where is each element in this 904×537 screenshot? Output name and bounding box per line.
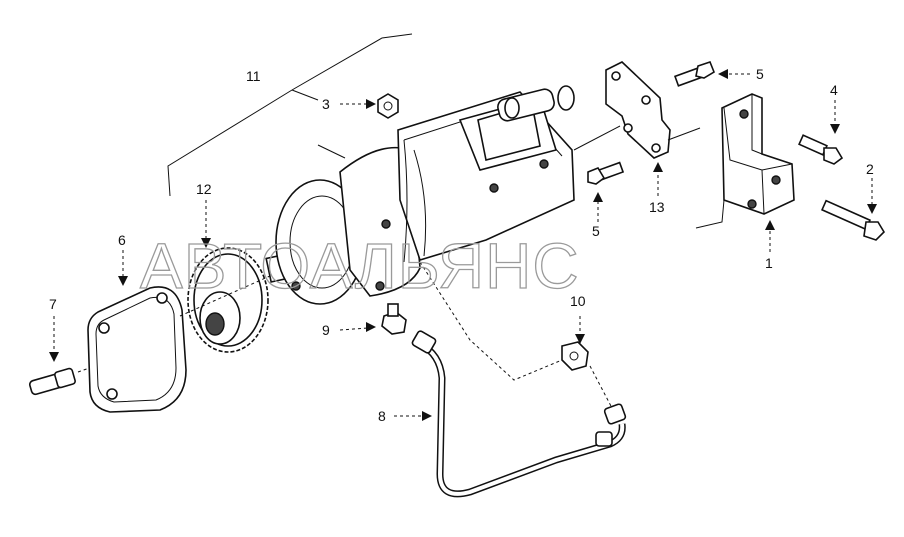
part-1-mounting-block [695,93,795,229]
label-4: 4 [830,82,838,98]
label-6: 6 [118,232,126,248]
part-8-fuel-line [411,330,627,498]
label-5-top: 5 [756,66,764,82]
leader-11 [167,33,413,197]
arrows [49,69,877,421]
part-6-gasket [87,286,187,413]
label-10: 10 [570,293,586,309]
watermark: АВТОАЛЬЯНС [140,230,580,302]
part-5-bolt-top [673,61,715,87]
label-9: 9 [322,322,330,338]
label-3: 3 [322,96,330,112]
label-8: 8 [378,408,386,424]
part-5-bolt-bottom [587,161,625,185]
callout-labels: 11 3 5 4 2 13 5 1 12 6 7 9 10 8 [49,66,874,424]
label-5-bottom: 5 [592,223,600,239]
label-2: 2 [866,161,874,177]
label-12: 12 [196,181,212,197]
part-2-bolt [820,199,886,241]
part-3-nut [377,93,399,119]
part-10-elbow [561,341,589,371]
part-12-gear [187,247,269,353]
part-7-pin [28,357,119,396]
label-1: 1 [765,255,773,271]
part-13-bracket [573,61,701,159]
part-9-fitting [381,303,407,335]
dashed-connector [419,261,563,381]
label-7: 7 [49,296,57,312]
part-4-bolt [798,134,844,165]
label-11: 11 [246,68,261,84]
pump-body [275,85,575,305]
label-13: 13 [649,199,665,215]
